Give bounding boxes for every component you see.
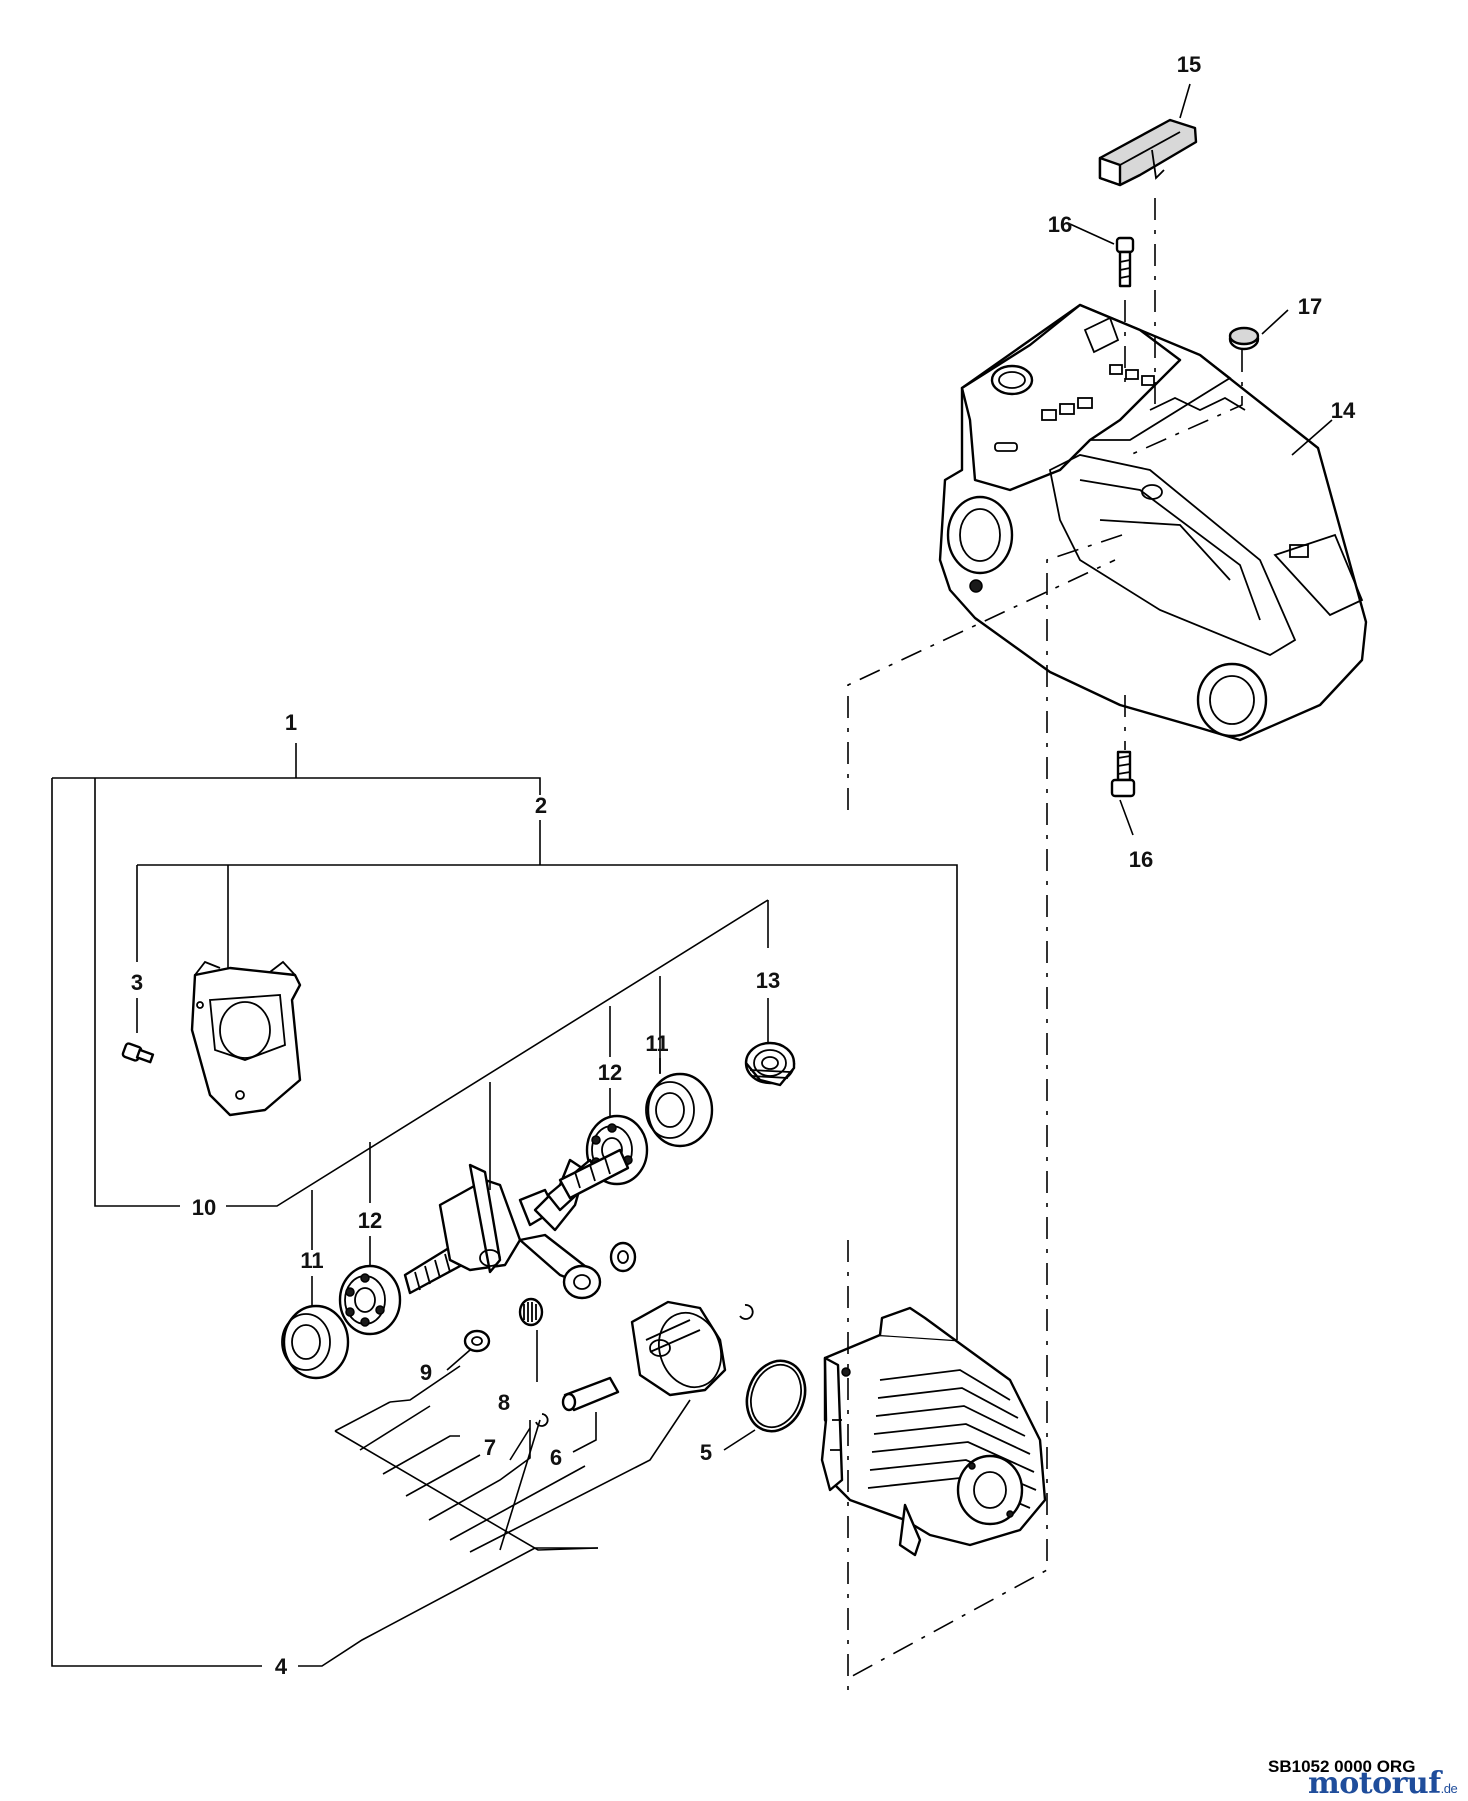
callout-1: 1 [285,710,297,735]
leader-lines [51,83,1333,1667]
screw-part-3 [121,1042,155,1064]
callout-labels: 1 2 3 4 5 6 7 8 9 10 11 11 12 12 13 14 1… [131,52,1356,1679]
callout-10: 10 [192,1195,216,1220]
thrust-washer-part [609,1241,637,1273]
callout-16-lower: 16 [1129,847,1153,872]
callout-17: 17 [1298,294,1322,319]
callout-2: 2 [535,793,547,818]
callout-14: 14 [1331,398,1356,423]
drawing-reference-code: SB1052 0000 ORG [1268,1757,1416,1776]
callout-3: 3 [131,970,143,995]
needle-bearing-part-8 [518,1297,544,1327]
circlip-part-upper [739,1304,754,1320]
callout-6: 6 [550,1445,562,1470]
callout-4: 4 [275,1654,288,1679]
callout-5: 5 [700,1440,712,1465]
callout-12-lower: 12 [358,1208,382,1233]
circlip-part-7 [535,1413,549,1427]
callout-9: 9 [420,1360,432,1385]
ball-bearing-part-12-lower [338,1264,402,1336]
callout-12-upper: 12 [598,1060,622,1085]
watermark-logo: motoruf.de [1308,1766,1458,1801]
piston-ring-part-5 [745,1359,807,1433]
callout-8: 8 [498,1390,510,1415]
bolt-part-16-lower [1110,750,1136,798]
callout-16-upper: 16 [1048,212,1072,237]
bolt-part-16-upper [1115,236,1135,288]
callout-7: 7 [484,1435,496,1460]
plug-part-17 [1228,326,1260,351]
cylinder-part [820,1306,1047,1557]
needle-bearing-part-13 [744,1041,796,1087]
callout-13: 13 [756,968,780,993]
watermark-text: motoruf [1308,1766,1441,1801]
piston-pin-part-6 [561,1376,620,1412]
oil-seal-part-11-upper [645,1072,714,1148]
crankcase-housing-part-14 [938,303,1368,742]
callout-11-upper: 11 [645,1031,668,1056]
cover-plate-part-15 [1098,118,1198,187]
piston-part [630,1300,727,1397]
crankshaft-part [403,1148,630,1300]
callout-11-lower: 11 [300,1248,323,1273]
crankcase-half-part [190,960,302,1117]
callout-15: 15 [1177,52,1201,77]
watermark-suffix: .de [1440,1781,1458,1796]
oil-seal-part-11-lower [281,1304,350,1380]
washer-part-9 [463,1329,491,1353]
assembly-guide-lines [844,198,1243,1700]
